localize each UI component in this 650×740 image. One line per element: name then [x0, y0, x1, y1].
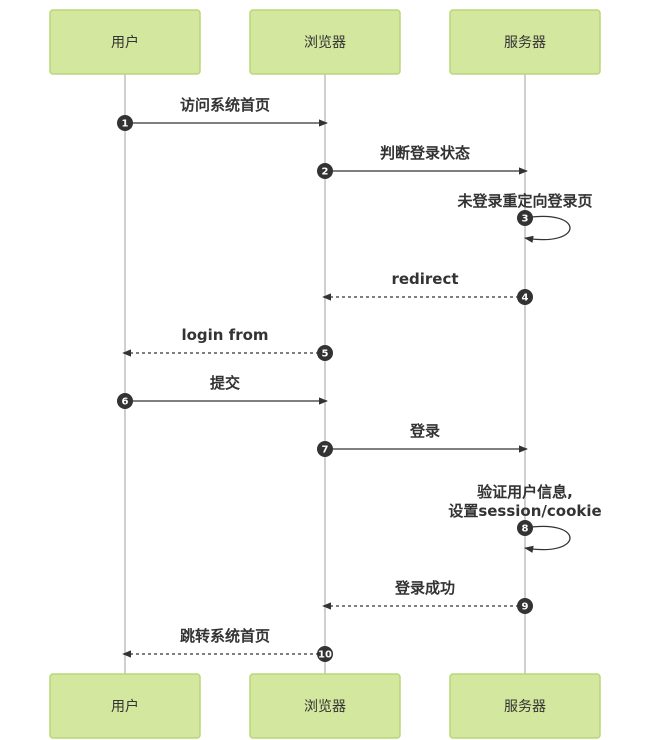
message-1: 访问系统首页 1 [117, 96, 328, 131]
message-label: 访问系统首页 [180, 96, 270, 114]
sequence-number-badge [117, 115, 133, 131]
message-8: 验证用户信息,设置session/cookie 8 [448, 483, 602, 553]
sequence-number-badge [317, 163, 333, 179]
sequence-number: 2 [322, 167, 329, 178]
sequence-number: 8 [522, 524, 529, 535]
sequence-number-badge [317, 345, 333, 361]
message-label: 未登录重定向登录页 [456, 192, 592, 210]
actor-box [49, 9, 201, 75]
sequence-number-badge [317, 441, 333, 457]
message-9: 登录成功 9 [322, 579, 533, 614]
message-3: 未登录重定向登录页 3 [456, 192, 593, 243]
sequence-number: 1 [122, 119, 129, 130]
message-label: 跳转系统首页 [180, 627, 270, 645]
actor-label: 用户 [111, 698, 139, 715]
actor-label: 浏览器 [304, 699, 346, 715]
actor-label: 服务器 [504, 35, 546, 51]
sequence-number-badge [317, 646, 333, 662]
message-label: redirect [391, 270, 458, 288]
actor-box [449, 9, 601, 75]
sequence-number-badge [117, 393, 133, 409]
sequence-number: 3 [522, 214, 529, 225]
sequence-number-badge [517, 289, 533, 305]
sequence-number: 10 [318, 650, 332, 661]
message-5: login from 5 [122, 326, 333, 361]
sequence-number-badge [517, 210, 533, 226]
actor-server-bottom: 服务器 [449, 673, 601, 739]
sequence-number: 5 [322, 349, 329, 360]
message-2: 判断登录状态 2 [317, 144, 528, 179]
message-label: 判断登录状态 [380, 144, 470, 162]
message-label: 设置session/cookie [448, 502, 601, 520]
sequence-number: 6 [122, 397, 129, 408]
actor-user-top: 用户 [49, 9, 201, 75]
actor-label: 浏览器 [304, 35, 346, 51]
sequence-number: 7 [322, 445, 329, 456]
message-4: redirect 4 [322, 270, 533, 305]
actor-user-bottom: 用户 [49, 673, 201, 739]
message-label: login from [181, 326, 268, 344]
sequence-number-badge [517, 520, 533, 536]
message-label: 登录成功 [394, 579, 455, 597]
message-label: 验证用户信息, [477, 483, 573, 501]
message-6: 提交 6 [117, 374, 328, 409]
self-message-arrow [524, 215, 571, 243]
self-message-arrow [524, 525, 571, 553]
actor-browser-bottom: 浏览器 [249, 673, 401, 739]
message-7: 登录 7 [317, 422, 528, 457]
actor-box [249, 673, 401, 739]
actor-box [49, 673, 201, 739]
sequence-number: 9 [522, 602, 529, 613]
actor-box [449, 673, 601, 739]
actor-label: 用户 [111, 34, 139, 51]
message-label: 提交 [210, 374, 240, 392]
actor-browser-top: 浏览器 [249, 9, 401, 75]
actor-label: 服务器 [504, 699, 546, 715]
actor-box [249, 9, 401, 75]
message-label: 登录 [409, 422, 440, 440]
actor-server-top: 服务器 [449, 9, 601, 75]
sequence-number: 4 [522, 293, 529, 304]
message-10: 跳转系统首页 10 [122, 627, 333, 662]
sequence-number-badge [517, 598, 533, 614]
